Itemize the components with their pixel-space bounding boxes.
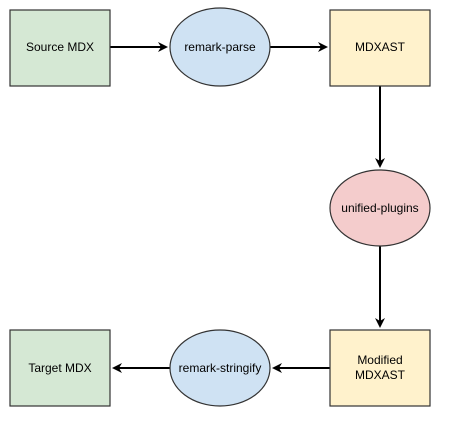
node-target-mdx-box bbox=[9, 329, 111, 407]
node-modified-mdxast: Modified MDXAST bbox=[329, 329, 431, 407]
node-unified-plugins-label: unified-plugins bbox=[341, 201, 418, 215]
node-remark-stringify-ellipse bbox=[169, 329, 271, 407]
node-target-mdx: Target MDX bbox=[9, 329, 111, 407]
node-remark-stringify-label: remark-stringify bbox=[179, 361, 262, 375]
node-modified-mdxast-box bbox=[329, 329, 431, 407]
node-target-mdx-label: Target MDX bbox=[28, 361, 91, 375]
node-mdxast: MDXAST bbox=[329, 9, 431, 87]
node-modified-mdxast-label-line2: MDXAST bbox=[355, 368, 406, 382]
node-unified-plugins-ellipse bbox=[329, 169, 431, 247]
node-remark-parse-label: remark-parse bbox=[184, 40, 256, 54]
node-remark-parse: remark-parse bbox=[169, 7, 271, 87]
node-source-mdx-label: Source MDX bbox=[26, 40, 94, 54]
node-mdxast-label: MDXAST bbox=[355, 40, 406, 54]
edges bbox=[110, 42, 385, 373]
node-source-mdx-box bbox=[9, 9, 111, 87]
node-source-mdx: Source MDX bbox=[9, 9, 111, 87]
node-remark-parse-ellipse bbox=[169, 7, 271, 87]
node-unified-plugins: unified-plugins bbox=[329, 169, 431, 247]
node-mdxast-box bbox=[329, 9, 431, 87]
node-remark-stringify: remark-stringify bbox=[169, 329, 271, 407]
node-modified-mdxast-label-line1: Modified bbox=[357, 353, 402, 367]
